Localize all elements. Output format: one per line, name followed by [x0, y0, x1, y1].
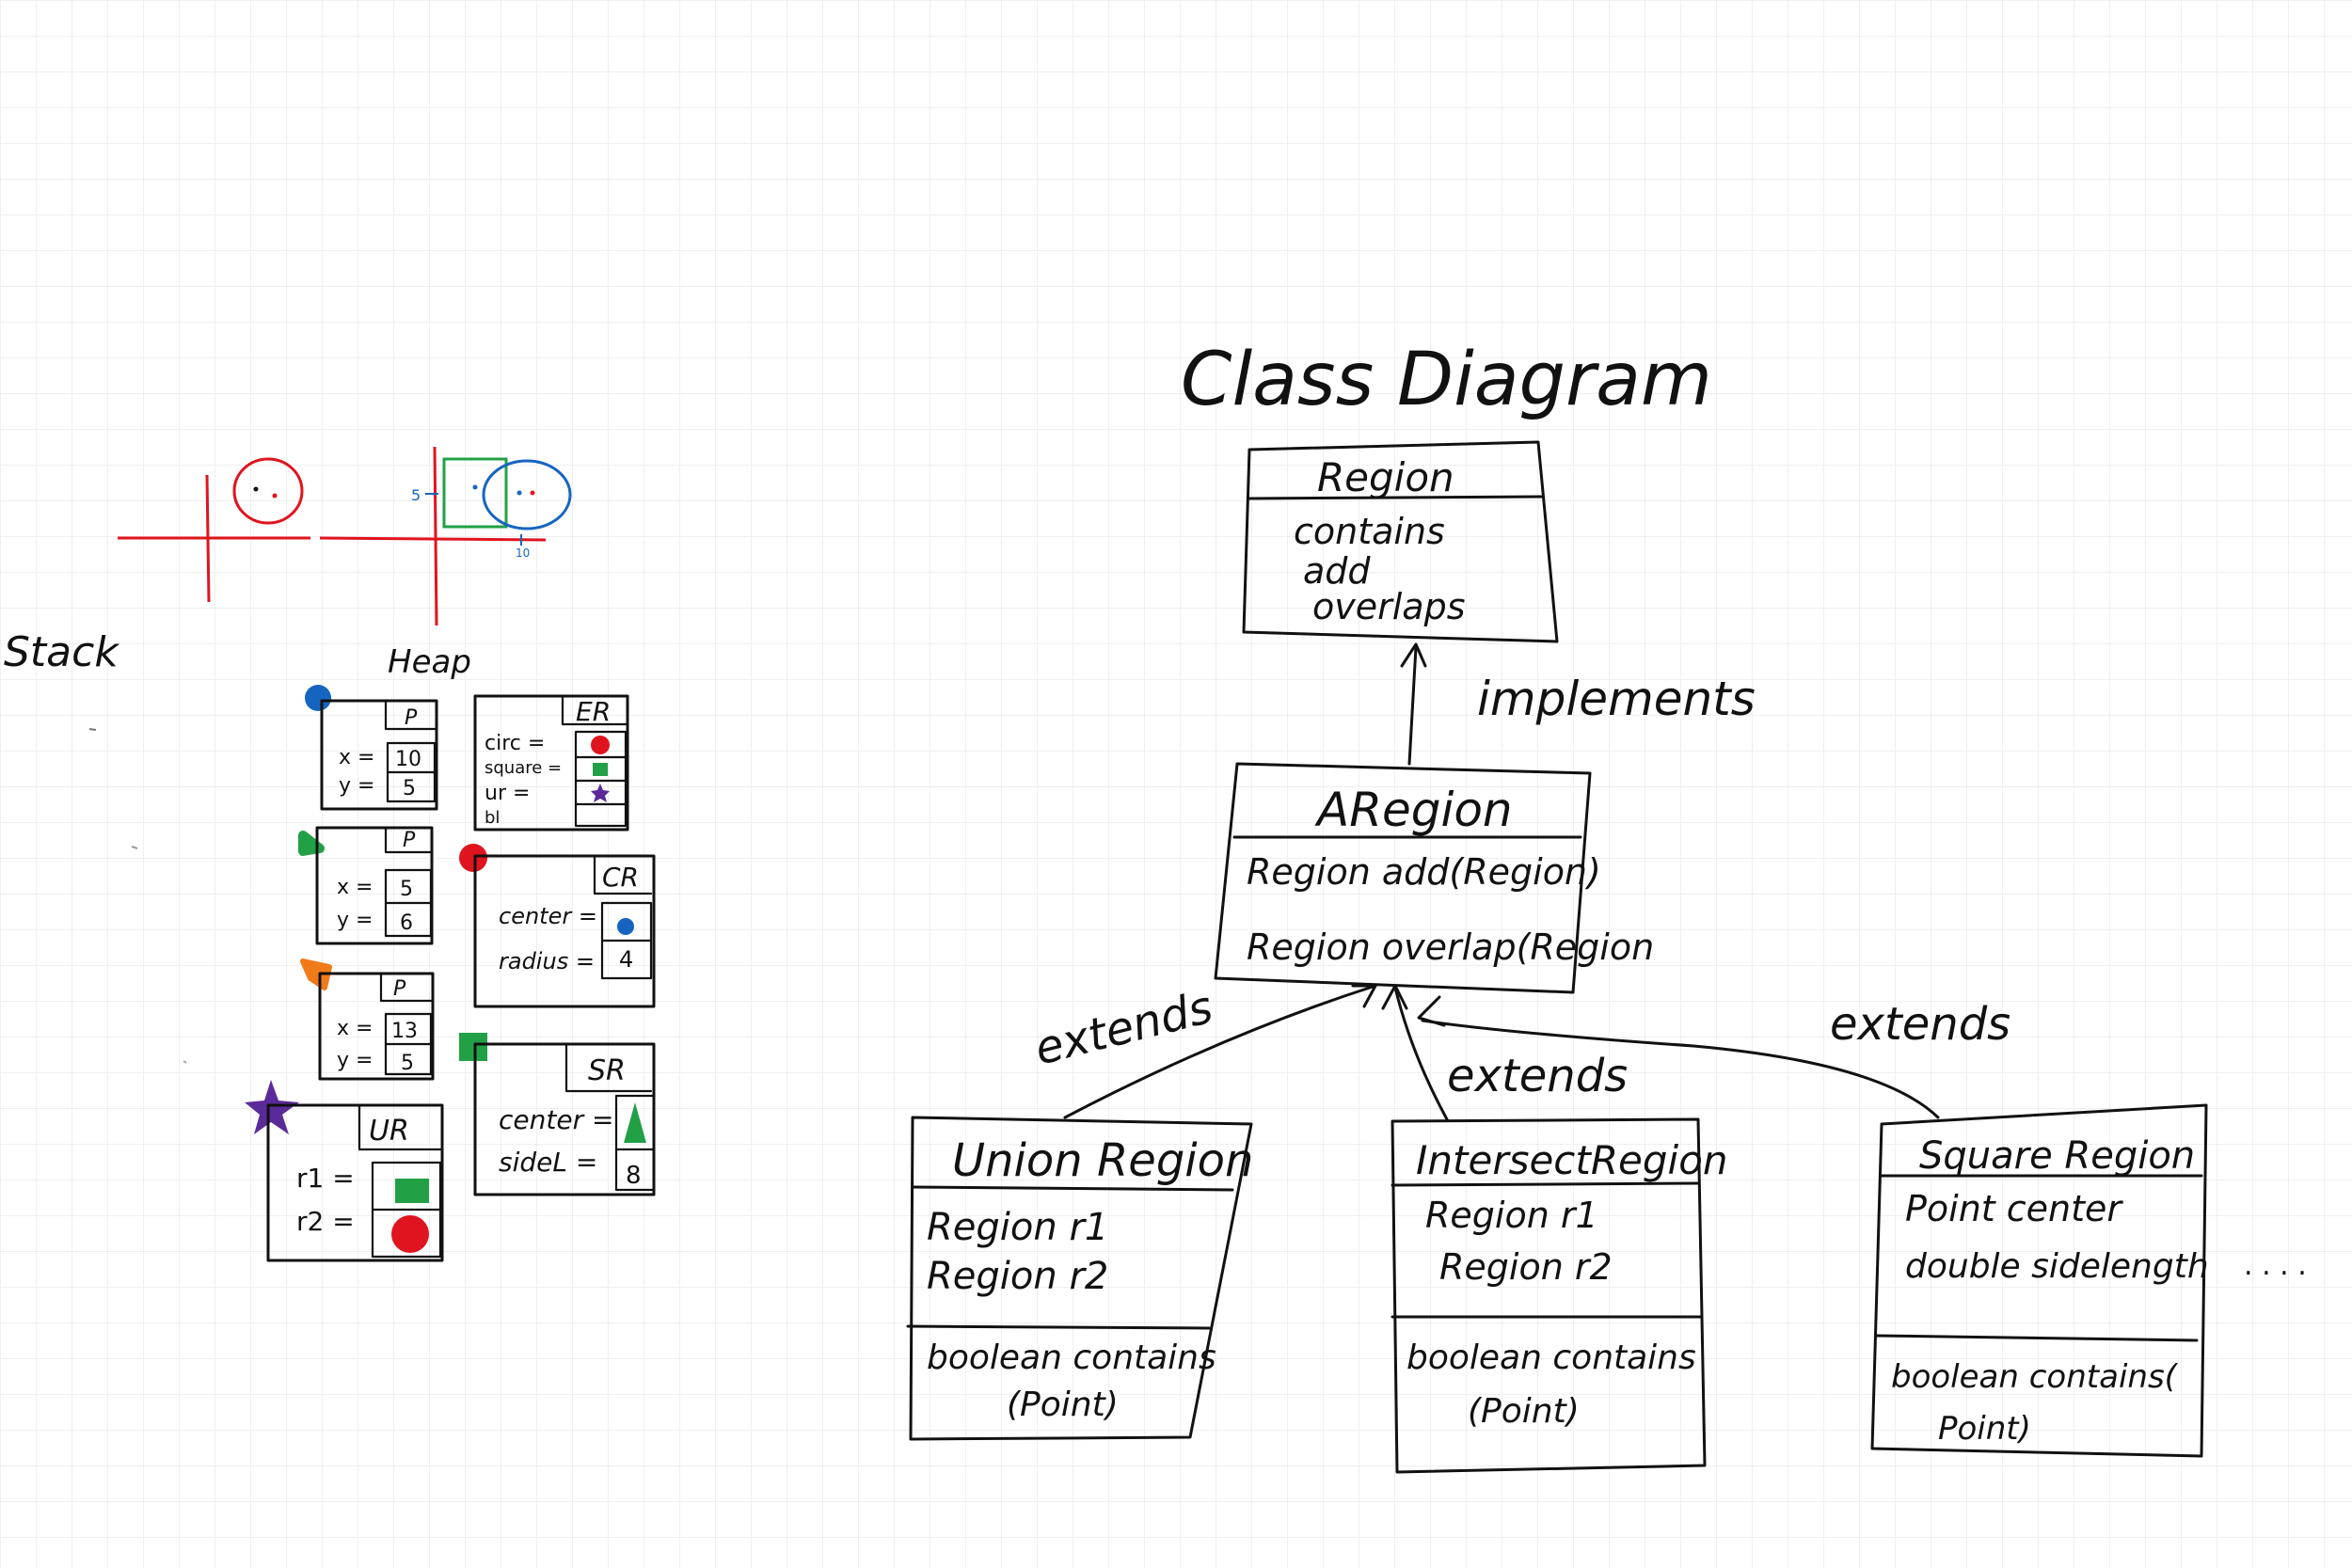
field-name: center =: [499, 1104, 613, 1135]
class-method: boolean contains: [1406, 1338, 1696, 1377]
class-name: Region: [1317, 454, 1454, 500]
class-field: Point center: [1905, 1188, 2123, 1229]
class-box-aregion: ARegion Region add(Region) Region overla…: [1214, 762, 1654, 994]
class-box-square-region: Square Region Point center double sidele…: [1870, 1103, 2209, 1458]
heap-object-p-blue: P x = y = 10 5: [305, 685, 438, 811]
blue-circle-marker-icon: [305, 685, 331, 711]
sketch-circle-axes: [118, 457, 310, 603]
class-field: Region r1: [927, 1206, 1108, 1249]
field-value: 5: [401, 1052, 414, 1075]
class-method: (Point): [1007, 1386, 1119, 1424]
field-name: x =: [337, 1017, 373, 1040]
stack-label: Stack: [4, 628, 119, 676]
field-name: y =: [337, 1049, 373, 1072]
class-field: double sidelength: [1905, 1247, 2209, 1286]
class-member: contains: [1294, 511, 1445, 552]
extends-label-square: extends: [1830, 998, 2010, 1051]
class-box-region: Region contains add overlaps: [1242, 440, 1559, 643]
field-value: 10: [395, 748, 421, 771]
field-name: radius =: [499, 948, 595, 974]
class-name: Square Region: [1919, 1134, 2195, 1178]
object-type-label: P: [405, 706, 418, 730]
red-circle-marker-icon: [459, 844, 487, 872]
class-box-union-region: Union Region Region r1 Region r2 boolean…: [906, 1116, 1253, 1441]
class-member: Region add(Region): [1247, 851, 1601, 893]
class-method: boolean contains: [927, 1338, 1216, 1377]
heap-object-sr: SR center = sideL = 8: [459, 1033, 656, 1196]
heap-object-p-green: P x = y = 5 6: [298, 826, 434, 945]
field-name: x =: [339, 746, 374, 769]
field-name: square =: [485, 758, 562, 778]
field-name: r2 =: [296, 1206, 355, 1237]
class-field: Region r1: [1425, 1195, 1598, 1236]
object-type-label: ER: [576, 696, 611, 727]
circle-region-sketch: [232, 457, 304, 525]
object-type-label: CR: [602, 862, 639, 893]
heap-object-ur: UR r1 = r2 =: [245, 1080, 444, 1262]
class-field: Region r2: [927, 1255, 1108, 1298]
green-square-ref-icon: [593, 763, 608, 776]
class-method: boolean contains(: [1891, 1358, 2179, 1396]
field-name: sideL =: [499, 1147, 597, 1178]
implements-arrow: implements: [1400, 642, 1756, 766]
field-value: 8: [626, 1162, 642, 1190]
axis-label-ten: 10: [516, 546, 530, 560]
diagram-title: Class Diagram: [1181, 338, 1712, 422]
class-box-intersect-region: IntersectRegion Region r1 Region r2 bool…: [1391, 1117, 1728, 1474]
field-name: y =: [337, 909, 373, 932]
field-value: 6: [400, 911, 413, 935]
class-field: Region r2: [1439, 1246, 1613, 1288]
class-member: Region overlap(Region: [1247, 927, 1654, 968]
field-name: r1 =: [296, 1163, 355, 1194]
field-name: x =: [337, 876, 373, 899]
blue-circle-ref-icon: [617, 918, 634, 935]
field-value: 4: [619, 946, 633, 973]
field-value: 13: [391, 1020, 418, 1043]
class-name: IntersectRegion: [1416, 1137, 1728, 1183]
extends-label-intersect: extends: [1447, 1050, 1628, 1102]
field-name: circ =: [485, 732, 545, 755]
heap-object-p-orange: P x = y = 13 5: [300, 958, 435, 1081]
field-name: y =: [339, 774, 374, 798]
red-circle-ref-icon: [591, 736, 610, 754]
blue-circle-sketch: [482, 459, 572, 531]
extends-arrows: extends extends extends: [1029, 981, 2010, 1121]
field-name: center =: [499, 903, 597, 929]
heap-object-cr: CR center = radius = 4: [459, 844, 656, 1008]
heap-object-er: ER circ = square = ur = bl: [473, 694, 629, 832]
green-square-ref-icon: [395, 1179, 429, 1203]
square-region-sketch: [442, 457, 508, 529]
class-member: overlaps: [1312, 586, 1466, 627]
heap-label: Heap: [388, 643, 471, 681]
class-method: (Point): [1468, 1392, 1580, 1431]
field-name: bl: [485, 808, 500, 828]
class-member: add: [1303, 550, 1371, 592]
implements-label: implements: [1477, 672, 1756, 726]
field-value: 5: [400, 878, 413, 901]
red-circle-ref-icon: [391, 1215, 429, 1253]
axis-label-five: 5: [411, 486, 421, 504]
sketch-square-axes: 5 10: [319, 446, 572, 626]
more-classes-ellipsis: . . . .: [2244, 1249, 2307, 1282]
purple-star-marker-icon: [245, 1080, 299, 1134]
field-name: ur =: [485, 782, 530, 805]
extends-label-union: extends: [1029, 981, 1217, 1076]
class-name: ARegion: [1314, 783, 1513, 837]
green-triangle-ref-icon: [624, 1102, 646, 1143]
object-type-label: P: [403, 829, 416, 852]
object-type-label: P: [393, 977, 406, 1001]
green-square-marker-icon: [459, 1033, 487, 1061]
field-value: 5: [403, 777, 416, 800]
orange-flag-marker-icon: [300, 958, 332, 990]
class-method: Point): [1938, 1410, 2031, 1448]
class-name: Union Region: [952, 1134, 1253, 1187]
purple-star-ref-icon: [591, 784, 610, 802]
object-type-label: SR: [588, 1054, 626, 1087]
object-type-label: UR: [369, 1115, 409, 1148]
